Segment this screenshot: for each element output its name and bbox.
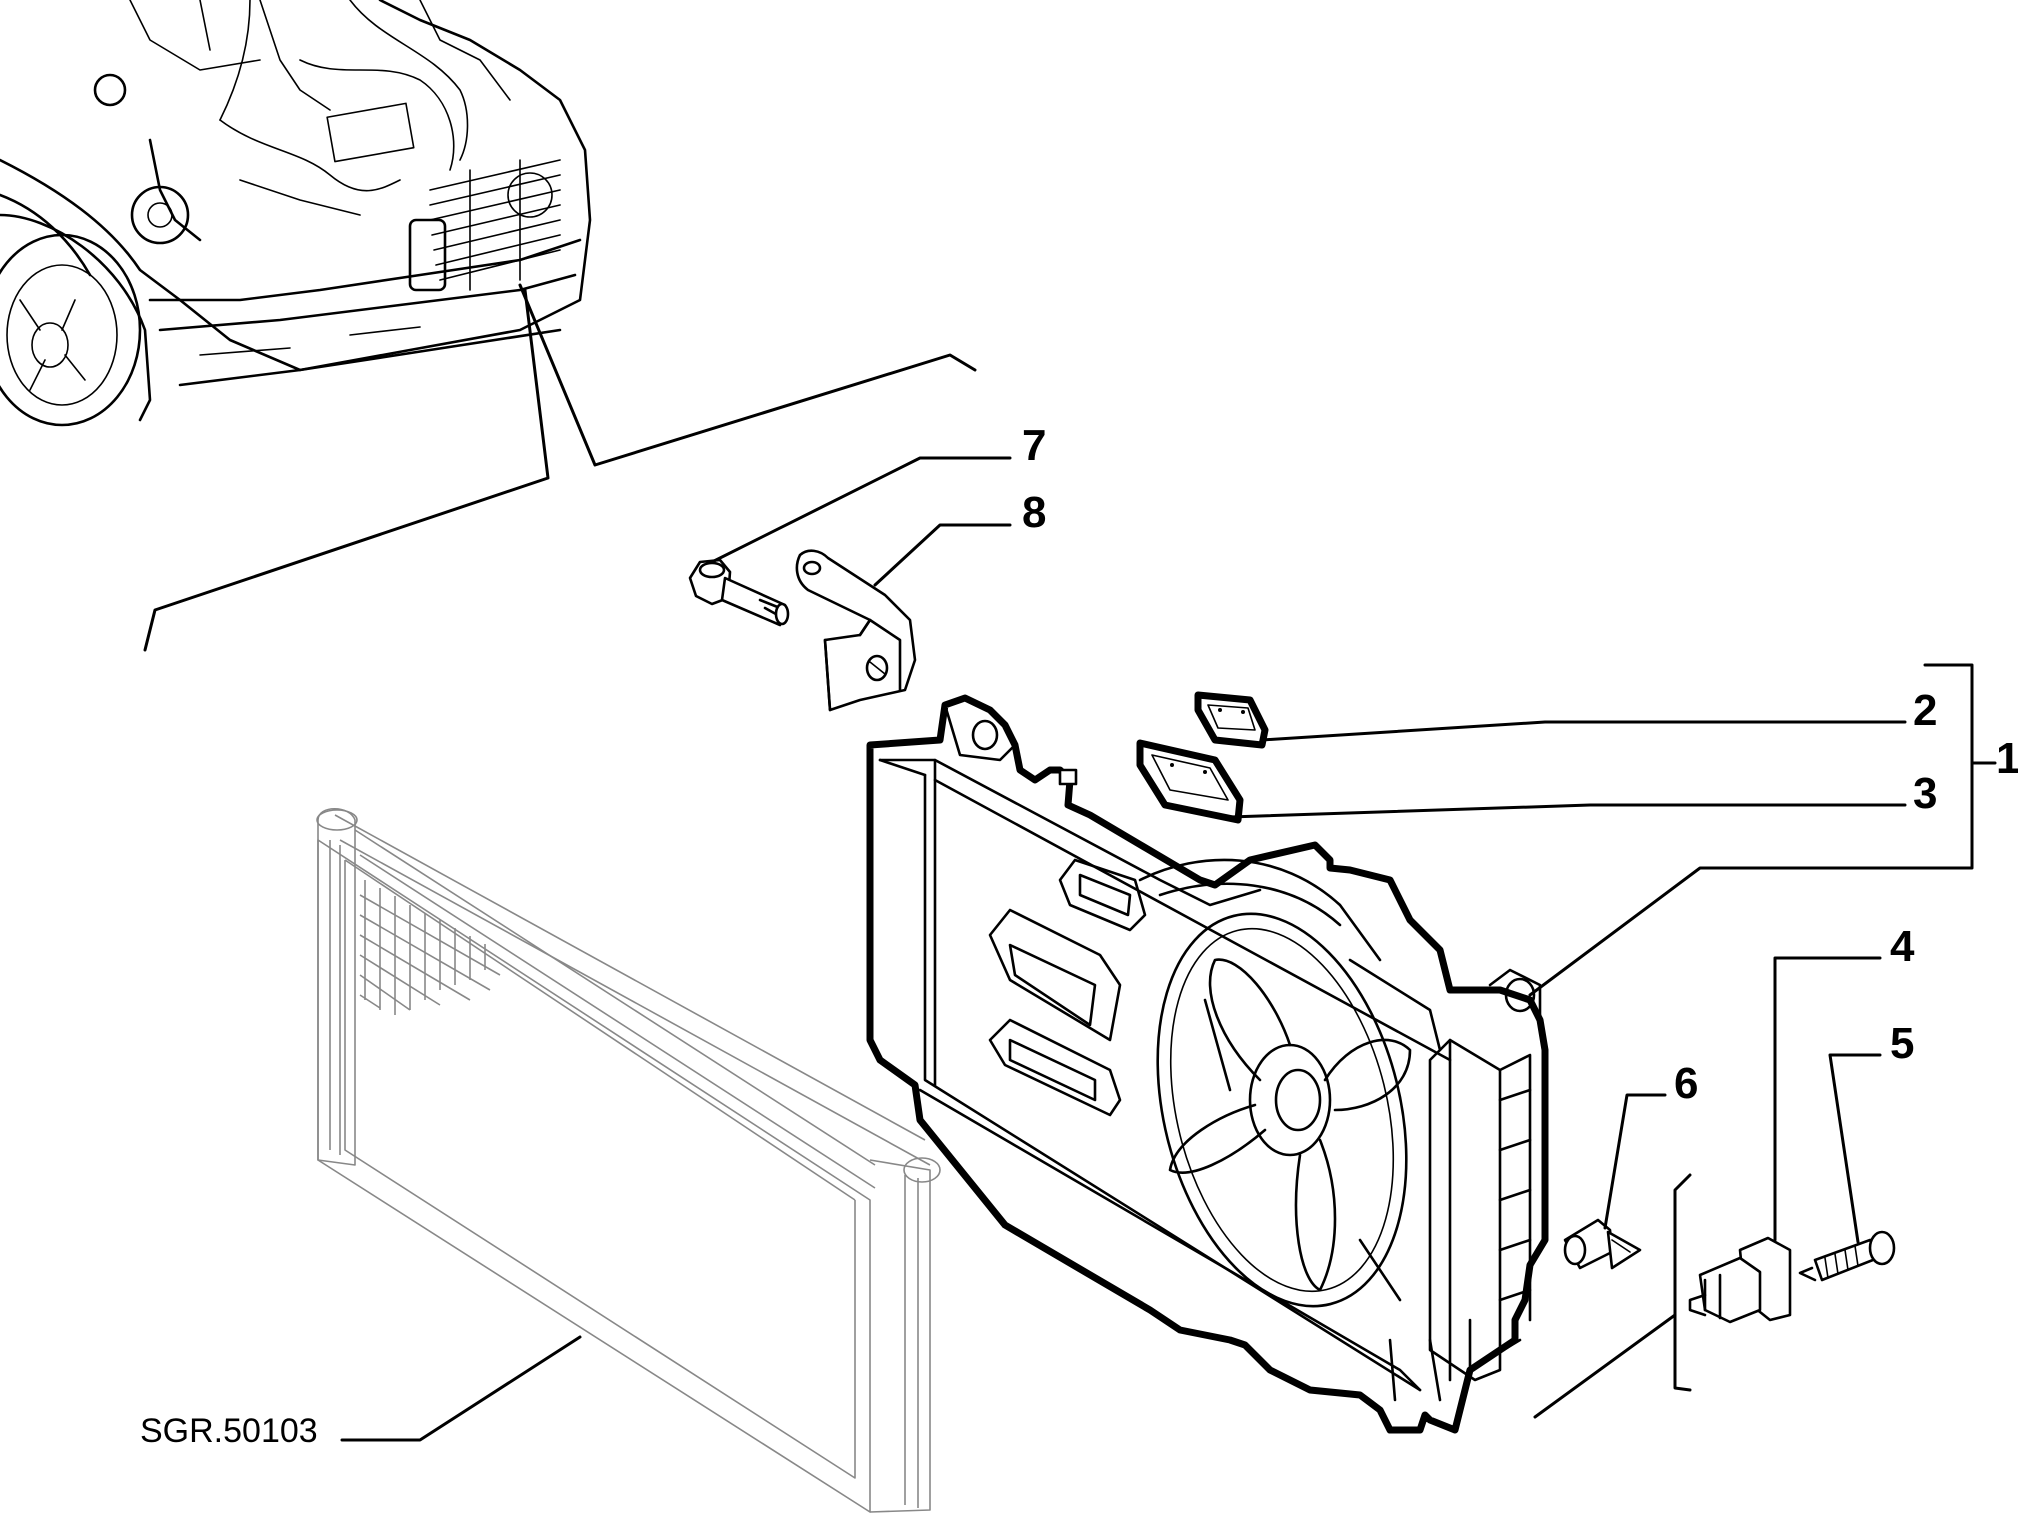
callout-1: 1	[1996, 734, 2018, 783]
callout-7: 7	[1022, 421, 1046, 470]
callout-2: 2	[1913, 686, 1937, 735]
callout-5: 5	[1890, 1019, 1914, 1068]
callout-6: 6	[1674, 1059, 1698, 1108]
callout-8: 8	[1022, 488, 1046, 537]
leader-lines	[340, 456, 1997, 1442]
clip-nut-4	[1688, 1236, 1792, 1324]
push-pin-6	[1563, 1218, 1642, 1270]
rubber-pad-2	[1194, 691, 1269, 749]
reference-code: SGR.50103	[140, 1412, 318, 1450]
inset-connector-lines	[143, 283, 977, 652]
car-front-inset	[0, 0, 592, 427]
bracket-8	[795, 549, 917, 712]
bolt-7	[688, 558, 790, 627]
radiator	[316, 807, 941, 1513]
callout-3: 3	[1913, 769, 1937, 818]
rubber-pad-3	[1136, 739, 1244, 824]
callout-4: 4	[1890, 922, 1915, 971]
fan-shroud-assembly	[866, 694, 1549, 1434]
callout-labels: 7 8 2 3 1 4 5 6 SGR.50103	[140, 421, 2018, 1450]
screw-5	[1798, 1230, 1896, 1282]
